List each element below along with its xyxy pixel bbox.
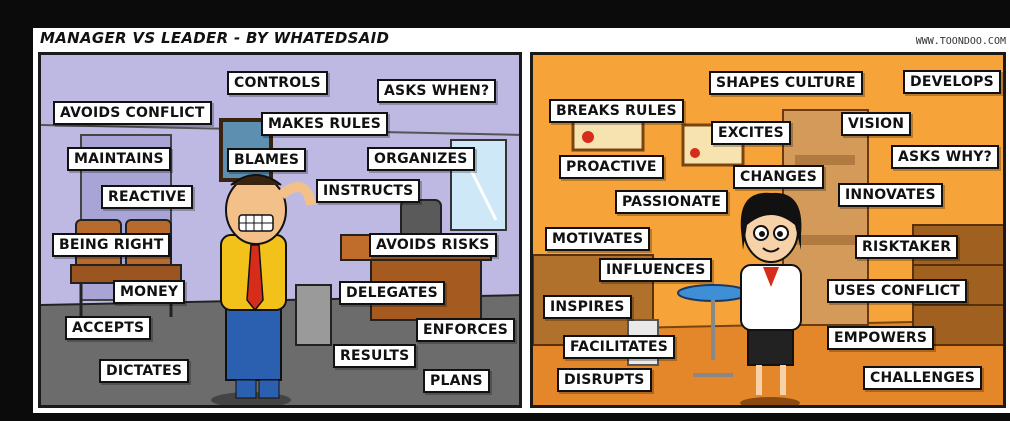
label-reactive: REACTIVE [101,185,194,209]
label-asks-why: ASKS WHY? [891,145,999,169]
label-money: MONEY [113,280,186,304]
label-influences: INFLUENCES [599,258,713,282]
manager-panel: CONTROLS ASKS WHEN? AVOIDS CONFLICT MAKE… [38,52,522,408]
label-challenges: CHALLENGES [863,366,983,390]
label-dictates: DICTATES [99,359,190,383]
label-excites: EXCITES [711,121,791,145]
stressed-manager-figure [211,174,316,405]
label-uses-conflict: USES CONFLICT [827,279,967,303]
label-avoids-conflict: AVOIDS CONFLICT [53,101,212,125]
leader-figure [740,192,802,405]
label-empowers: EMPOWERS [827,326,935,350]
label-instructs: INSTRUCTS [316,179,421,203]
label-disrupts: DISRUPTS [557,368,652,392]
label-delegates: DELEGATES [339,281,445,305]
file-cabinet [295,284,332,346]
label-being-right: BEING RIGHT [52,233,171,257]
label-results: RESULTS [333,344,417,368]
label-controls: CONTROLS [227,71,328,95]
label-facilitates: FACILITATES [563,335,676,359]
label-breaks-rules: BREAKS RULES [549,99,684,123]
label-avoids-risks: AVOIDS RISKS [369,233,497,257]
source-watermark: WWW.TOONDOO.COM [915,36,1006,47]
label-vision: VISION [841,112,912,136]
label-passionate: PASSIONATE [615,190,729,214]
label-changes: CHANGES [733,165,825,189]
leader-panel: SHAPES CULTURE DEVELOPS BREAKS RULES EXC… [530,52,1006,408]
label-shapes-culture: SHAPES CULTURE [709,71,863,95]
label-accepts: ACCEPTS [65,316,152,340]
label-makes-rules: MAKES RULES [261,112,389,136]
label-motivates: MOTIVATES [545,227,651,251]
label-plans: PLANS [423,369,490,393]
label-develops: DEVELOPS [903,70,1001,94]
label-blames: BLAMES [227,148,307,172]
label-organizes: ORGANIZES [367,147,475,171]
label-proactive: PROACTIVE [559,155,664,179]
comic-title: MANAGER VS LEADER - BY WHATEDSAID [40,29,390,47]
label-inspires: INSPIRES [543,295,632,319]
label-asks-when: ASKS WHEN? [377,79,497,103]
label-innovates: INNOVATES [838,183,943,207]
label-maintains: MAINTAINS [67,147,171,171]
label-risktaker: RISKTAKER [855,235,959,259]
label-enforces: ENFORCES [416,318,516,342]
